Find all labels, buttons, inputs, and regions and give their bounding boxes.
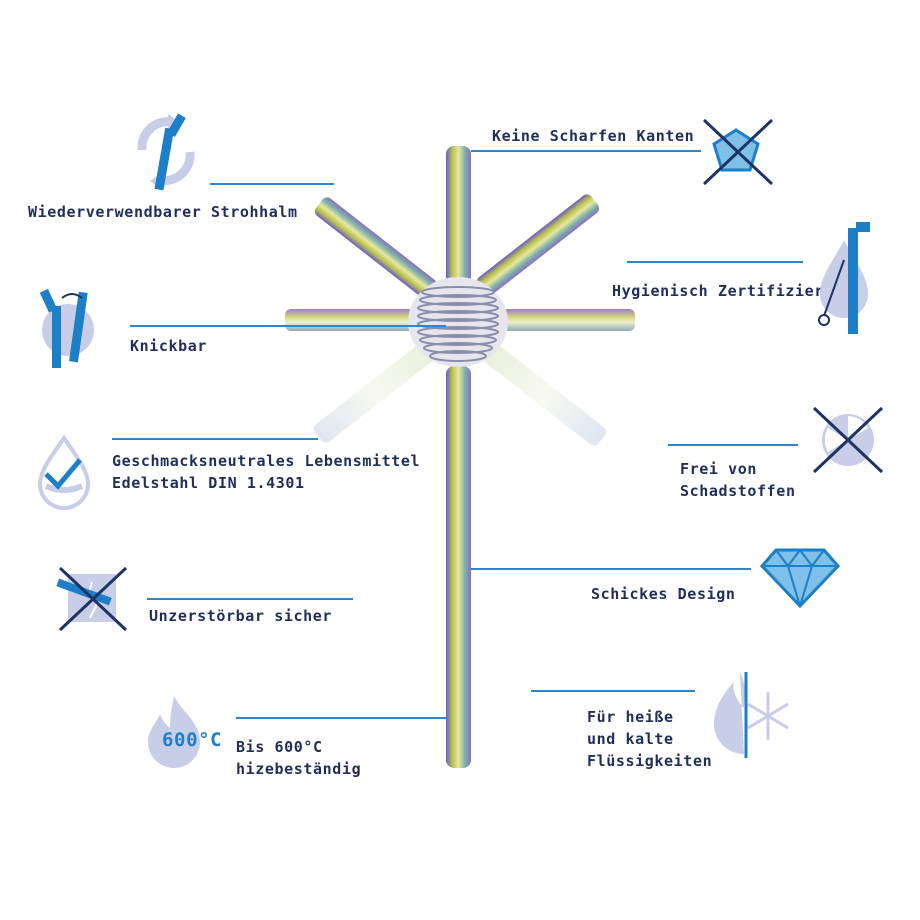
label-hygienic: Hygienisch Zertifiziert — [612, 282, 834, 300]
fire-snowflake-icon — [714, 672, 789, 758]
label-pollutant-free-line2: Schadstoffen — [680, 482, 796, 500]
label-reusable: Wiederverwendbarer Strohhalm — [28, 203, 298, 221]
pentagon-crossed-icon — [702, 118, 774, 186]
label-hot-cold-line1: Für heiße — [587, 708, 674, 726]
label-hot-cold-line2: und kalte — [587, 730, 674, 748]
label-heat-line2: hizebeständig — [236, 760, 362, 778]
divider-heat — [236, 717, 446, 719]
divider-unbreakable — [147, 598, 353, 600]
divider-reusable — [210, 183, 334, 185]
straw-arm-left — [285, 309, 425, 331]
straw-spring-coil — [408, 277, 508, 367]
divider-design — [471, 568, 751, 570]
label-no-sharp-edges: Keine Scharfen Kanten — [492, 127, 695, 145]
label-taste-neutral-line2: Edelstahl DIN 1.4301 — [112, 474, 305, 492]
heat-badge: 600°C — [162, 729, 223, 751]
recycle-straw-icon — [137, 113, 195, 191]
label-bendable: Knickbar — [130, 337, 208, 355]
divider-no-sharp-edges — [471, 150, 701, 152]
radiation-crossed-icon — [812, 406, 884, 474]
divider-pollutant-free — [668, 444, 798, 446]
flame-icon — [148, 696, 200, 768]
straw-arm-lower-right — [483, 344, 607, 446]
straw-main-upper — [446, 146, 471, 291]
bent-straw-icon — [39, 288, 94, 368]
label-taste-neutral-line1: Geschmacksneutrales Lebensmittel — [112, 452, 421, 470]
label-unbreakable: Unzerstörbar sicher — [149, 607, 332, 625]
water-drop-check-icon — [37, 434, 91, 510]
divider-bendable — [130, 325, 446, 327]
label-heat-line1: Bis 600°C — [236, 738, 323, 756]
straw-main-lower — [446, 366, 471, 768]
label-hot-cold-line3: Flüssigkeiten — [587, 752, 713, 770]
divider-taste-neutral — [112, 438, 318, 440]
label-pollutant-free-line1: Frei von — [680, 460, 758, 478]
shatter-crossed-icon — [56, 566, 128, 632]
drop-straw-brush-icon — [818, 222, 870, 334]
divider-hot-cold — [531, 690, 695, 692]
diamond-icon — [760, 548, 840, 608]
straw-arm-upper-left — [314, 197, 438, 299]
straw-arm-upper-right — [476, 194, 600, 296]
divider-hygienic — [627, 261, 803, 263]
label-design: Schickes Design — [591, 585, 736, 603]
straw-arm-right — [495, 309, 635, 331]
straw-arm-lower-left — [313, 341, 437, 443]
